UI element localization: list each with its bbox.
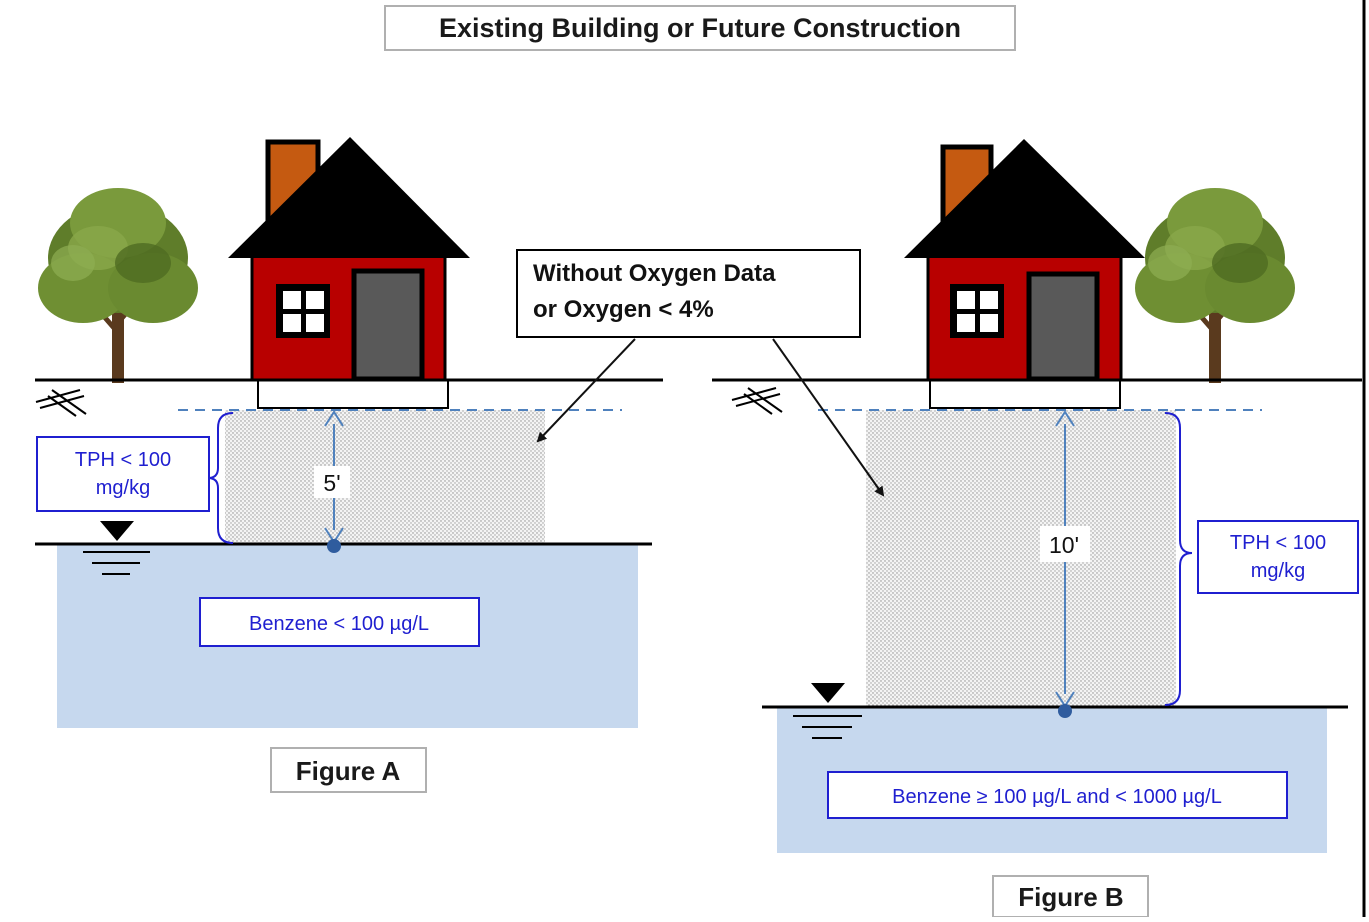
depth-label-bg-a — [314, 466, 350, 498]
figure-a-label-box — [270, 747, 427, 793]
house-a-icon — [228, 137, 470, 409]
callout-line1: Without Oxygen Data — [533, 260, 776, 287]
callout-box — [516, 249, 861, 338]
figure-b-label-box — [992, 875, 1149, 918]
house-b-icon — [904, 139, 1145, 409]
figure-b: TPH < 100 mg/kg 10' Benzene ≥ 100 µg/L a… — [712, 139, 1362, 918]
callout-line2: or Oxygen < 4% — [533, 296, 714, 323]
ground-symbol-a-icon — [35, 389, 87, 417]
benzene-box-a — [199, 597, 480, 647]
figure-b-label: Figure B — [1018, 882, 1123, 912]
soil-zone-b — [866, 410, 1176, 707]
tph-box-b — [1197, 520, 1359, 594]
callout-arrow-a — [536, 338, 636, 443]
callout-arrow-b — [772, 338, 885, 497]
tph-a-line1: TPH < 100 — [75, 449, 171, 471]
monitoring-point-a — [327, 539, 341, 553]
page-title: Existing Building or Future Construction — [439, 13, 961, 43]
water-table-symbol-a-icon — [83, 521, 150, 575]
figure-a-label: Figure A — [296, 756, 401, 786]
depth-label-bg-b — [1040, 526, 1090, 562]
soil-zone-a — [225, 410, 545, 544]
ground-symbol-b-icon — [731, 387, 783, 415]
depth-a: 5' — [323, 470, 340, 496]
tree-a-icon — [38, 188, 198, 383]
figure-a: TPH < 100 mg/kg 5' Benzene < 100 µg/L Fi… — [35, 137, 663, 793]
depth-b: 10' — [1049, 532, 1079, 558]
tph-box-a — [36, 436, 210, 512]
water-table-symbol-b-icon — [793, 683, 862, 739]
tph-b-line1: TPH < 100 — [1230, 532, 1326, 554]
tree-b-icon — [1135, 188, 1295, 383]
monitoring-point-b — [1058, 704, 1072, 718]
benzene-a: Benzene < 100 µg/L — [249, 613, 429, 635]
brace-b — [1164, 412, 1193, 706]
title-box — [384, 5, 1016, 51]
tph-b-line2: mg/kg — [1251, 560, 1305, 582]
benzene-box-b — [827, 771, 1288, 819]
tph-a-line2: mg/kg — [96, 477, 150, 499]
benzene-b: Benzene ≥ 100 µg/L and < 1000 µg/L — [892, 786, 1222, 808]
oxygen-callout: Without Oxygen Data or Oxygen < 4% — [516, 249, 885, 497]
